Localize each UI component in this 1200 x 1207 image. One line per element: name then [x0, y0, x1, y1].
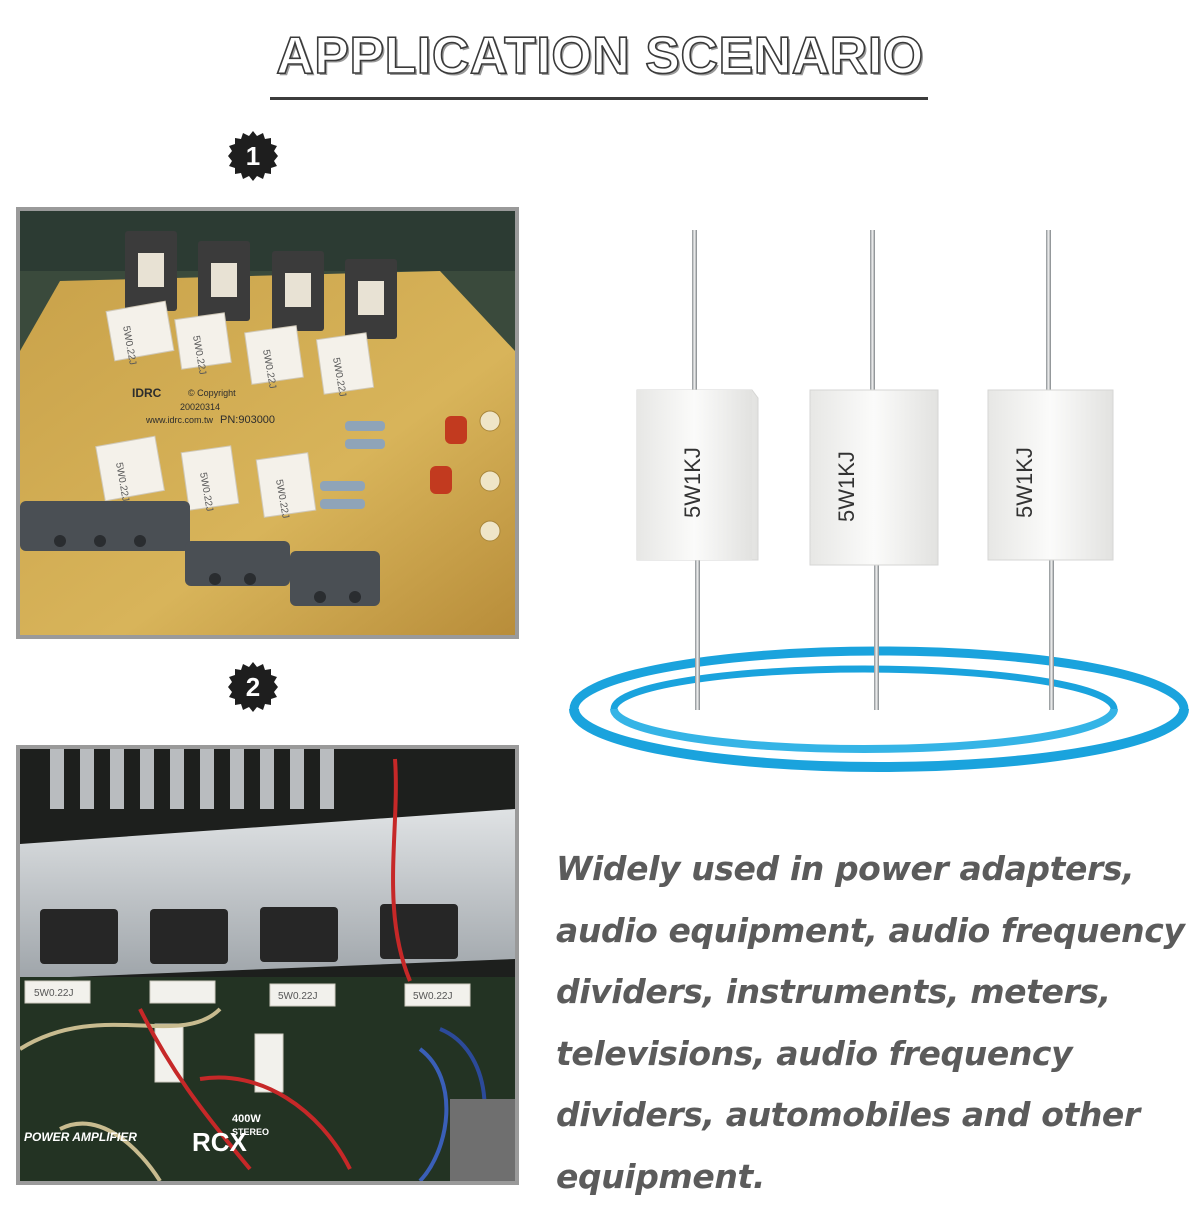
amplifier-illustration: 5W0.22J 5W0.22J 5W0.22J RCX 400W STEREO … — [20, 749, 515, 1181]
svg-text:5W0.22J: 5W0.22J — [278, 991, 317, 1002]
badge-seal-icon: 2 — [228, 662, 278, 712]
svg-text:www.idrc.com.tw: www.idrc.com.tw — [145, 415, 214, 425]
svg-text:POWER AMPLIFIER: POWER AMPLIFIER — [24, 1130, 137, 1144]
scenario-photo-2: 5W0.22J 5W0.22J 5W0.22J RCX 400W STEREO … — [16, 745, 519, 1185]
svg-text:5W0.22J: 5W0.22J — [413, 991, 452, 1002]
scenario-photo-1: IDRC © Copyright 20020314 PN:903000 www.… — [16, 207, 519, 639]
svg-text:IDRC: IDRC — [132, 386, 162, 400]
svg-text:5W0.22J: 5W0.22J — [34, 988, 73, 999]
svg-text:400W: 400W — [232, 1113, 261, 1125]
svg-text:STEREO: STEREO — [232, 1127, 269, 1137]
title-text: APPLICATION SCENARIO — [275, 27, 924, 85]
title-underline — [270, 97, 928, 100]
svg-text:PN:903000: PN:903000 — [220, 414, 275, 426]
svg-text:20020314: 20020314 — [180, 402, 220, 412]
badge-number: 2 — [246, 672, 260, 702]
resistor-3: 5W1KJ — [987, 230, 1114, 710]
product-resistors: 5W1KJ 5W1KJ 5W1KJ — [552, 220, 1192, 810]
svg-text:5W1KJ: 5W1KJ — [834, 451, 859, 522]
description-text: Widely used in power adapters, audio equ… — [556, 849, 1185, 1196]
svg-text:5W1KJ: 5W1KJ — [1012, 447, 1037, 518]
circuit-board-illustration: IDRC © Copyright 20020314 PN:903000 www.… — [20, 211, 515, 635]
resistor-product-illustration: 5W1KJ 5W1KJ 5W1KJ — [569, 230, 1189, 772]
resistor-2: 5W1KJ — [809, 230, 939, 710]
badge-number: 1 — [246, 141, 260, 171]
page-title: APPLICATION SCENARIO — [0, 27, 1200, 85]
badge-seal-icon: 1 — [228, 131, 278, 181]
number-badge-2: 2 — [227, 661, 279, 713]
svg-text:5W1KJ: 5W1KJ — [680, 447, 705, 518]
svg-text:RCX: RCX — [192, 1127, 248, 1157]
resistor-1: 5W1KJ — [636, 230, 759, 710]
svg-text:© Copyright: © Copyright — [188, 388, 236, 398]
number-badge-1: 1 — [227, 130, 279, 182]
